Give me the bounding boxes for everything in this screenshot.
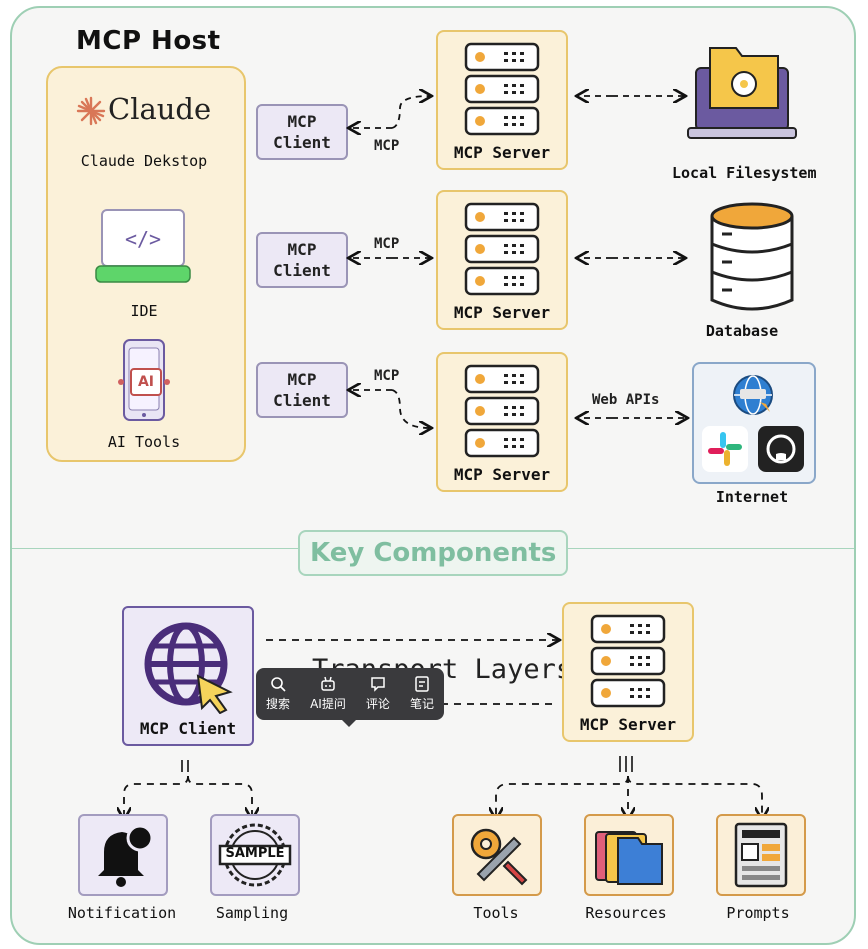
toolbar-ai-ask-button[interactable]: AI提问 — [310, 676, 346, 712]
key-server-label: MCP Server — [579, 715, 677, 734]
server-rack-icon — [464, 42, 540, 136]
mcp-client-row2: MCP Client — [256, 232, 348, 288]
mcp-server-label: MCP Server — [453, 465, 551, 484]
server-rack-icon — [464, 364, 540, 458]
note-icon — [415, 676, 429, 692]
prompts-label: Prompts — [726, 904, 790, 922]
tools-label: Tools — [473, 904, 519, 922]
sample-stamp-text: SAMPLE — [225, 846, 285, 861]
local-filesystem-label: Local Filesystem — [672, 164, 817, 182]
mcp-link-label-row1: MCP — [374, 138, 400, 154]
globe-icon — [733, 375, 773, 415]
mcp-link-label-row2: MCP — [374, 236, 400, 252]
mcp-client-row3: MCP Client — [256, 362, 348, 418]
robot-icon — [321, 676, 335, 691]
mcp-client-row1: MCP Client — [256, 104, 348, 160]
internet-panel — [692, 362, 816, 484]
prompts-box — [716, 814, 806, 896]
toolbar-ai-ask-label: AI提问 — [310, 697, 346, 711]
claude-starburst-icon — [76, 96, 106, 126]
claude-desktop-label: Claude Dekstop — [80, 152, 208, 170]
server-rack-icon — [464, 202, 540, 296]
slack-icon — [702, 426, 748, 472]
key-mcp-server: MCP Server — [562, 602, 694, 742]
toolbar-search-button[interactable]: 搜索 — [266, 676, 290, 712]
toolbar-note-button[interactable]: 笔记 — [410, 676, 434, 712]
mcp-server-label: MCP Server — [453, 303, 551, 322]
mcp-server-row3: MCP Server — [436, 352, 568, 492]
server-rack-icon — [590, 614, 666, 708]
mcp-server-label: MCP Server — [453, 143, 551, 162]
claude-wordmark: Claude — [108, 92, 212, 126]
bell-icon — [98, 824, 154, 887]
tools-box — [452, 814, 542, 896]
sample-stamp-icon — [218, 823, 292, 887]
document-layout-icon — [734, 822, 788, 888]
key-components-title: Key Components — [298, 530, 569, 576]
ai-tools-label: AI Tools — [107, 433, 181, 451]
comment-icon — [371, 677, 385, 692]
internet-label: Internet — [715, 488, 789, 506]
notification-label: Notification — [67, 904, 177, 922]
sampling-label: Sampling — [215, 904, 289, 922]
host-connectors — [12, 8, 854, 548]
sampling-box: SAMPLE — [210, 814, 300, 896]
github-icon — [758, 426, 804, 472]
mcp-server-row1: MCP Server — [436, 30, 568, 170]
toolbar-comment-button[interactable]: 评论 — [366, 676, 390, 712]
globe-cursor-icon — [144, 622, 233, 714]
resources-box — [584, 814, 674, 896]
mcp-link-label-row3: MCP — [374, 368, 400, 384]
search-icon — [271, 677, 286, 692]
toolbar-note-label: 笔记 — [409, 697, 434, 711]
claude-logo — [76, 96, 106, 130]
web-apis-label: Web APIs — [592, 392, 660, 408]
ide-label: IDE — [130, 302, 158, 320]
notification-box — [78, 814, 168, 896]
toolbar-search-label: 搜索 — [266, 697, 291, 711]
svg-text:</>: </> — [125, 227, 161, 251]
key-client-label: MCP Client — [139, 719, 237, 738]
resources-label: Resources — [585, 904, 667, 922]
diagram-frame: MCP Host Claude Claude Dekstop </> IDE A… — [10, 6, 856, 945]
selection-toolbar: 搜索 AI提问 评论 笔记 — [256, 668, 444, 727]
laptop-code-icon: </> — [95, 209, 191, 283]
ai-badge: AI — [130, 368, 162, 396]
key-mcp-client: MCP Client — [122, 606, 254, 746]
host-title: MCP Host — [76, 26, 221, 56]
laptop-folder-icon — [687, 47, 797, 139]
database-icon — [710, 202, 794, 311]
database-label: Database — [705, 322, 779, 340]
wrench-screwdriver-icon — [470, 828, 528, 886]
folders-icon — [595, 831, 663, 885]
mcp-server-row2: MCP Server — [436, 190, 568, 330]
toolbar-comment-label: 评论 — [365, 697, 390, 711]
